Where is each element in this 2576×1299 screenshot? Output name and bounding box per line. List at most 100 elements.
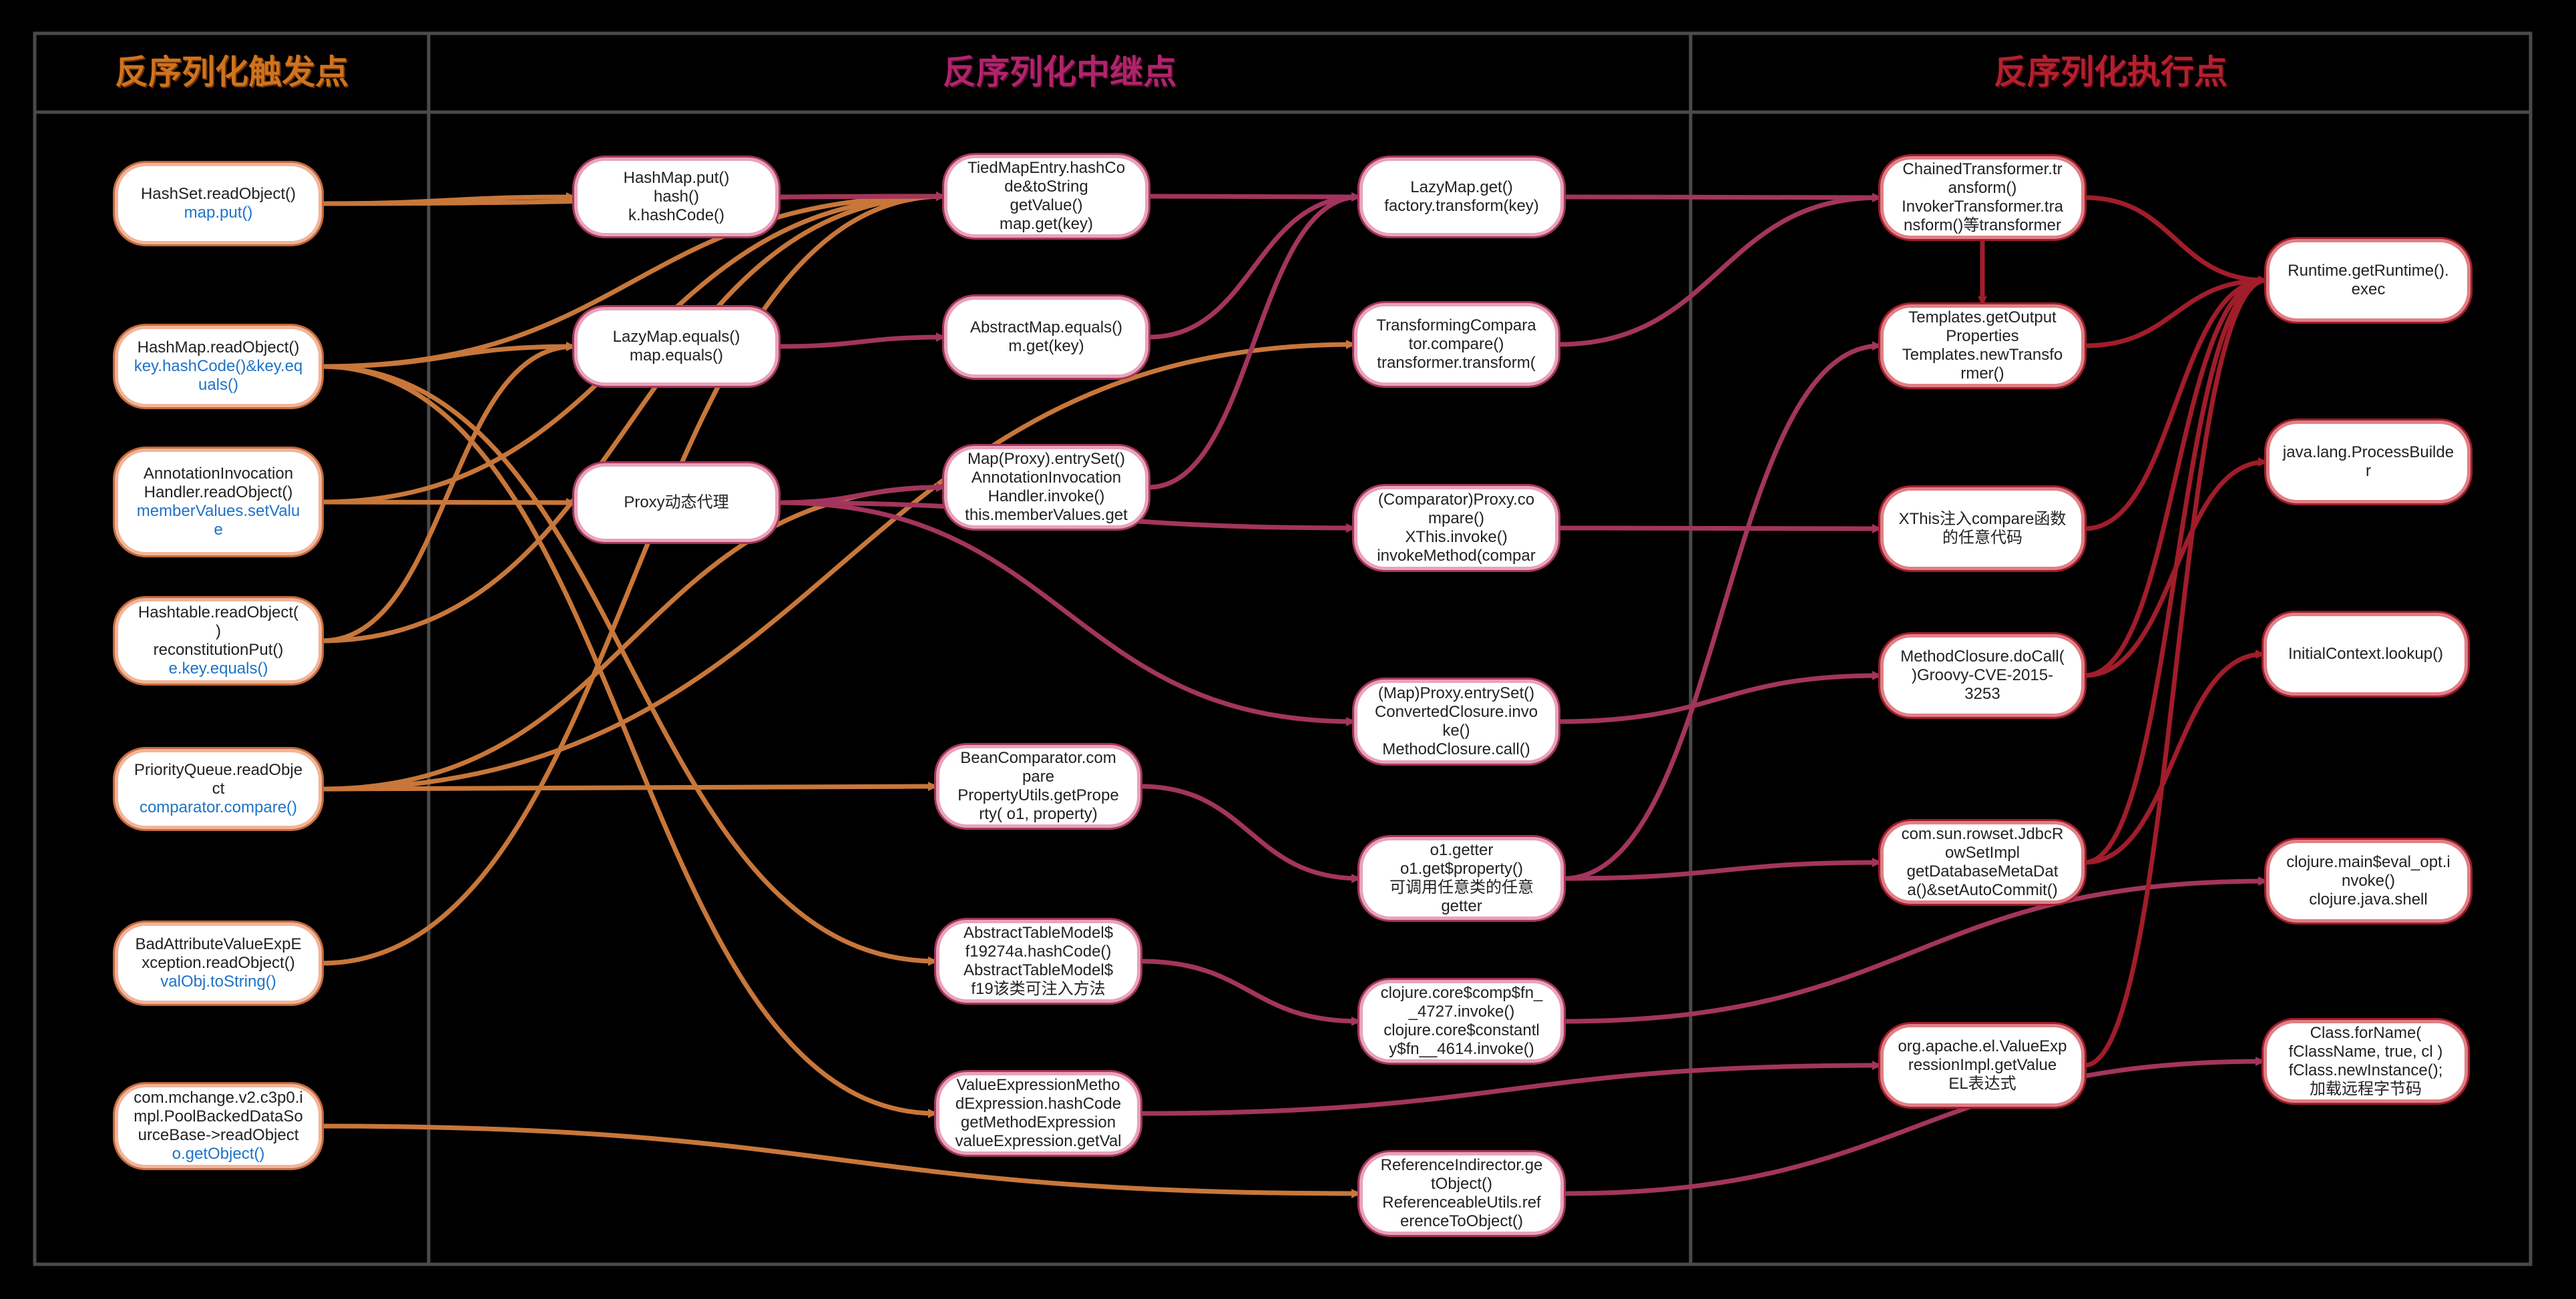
- edge-c3p0-to-ri: [321, 1123, 1361, 1198]
- node-text: MethodClosure.doCall(: [1900, 647, 2065, 666]
- node-hmp: HashMap.put()hash()k.hashCode(): [574, 158, 779, 236]
- node-text: getValue(): [1010, 196, 1083, 214]
- node-text: Properties: [1946, 327, 2019, 345]
- node-blue-text: e.key.equals(): [168, 660, 268, 678]
- node-blue-text: valObj.toString(): [160, 973, 276, 991]
- edge-proxy-to-mpc: [778, 500, 1355, 726]
- node-text: Handler.invoke(): [988, 487, 1105, 505]
- node-text: factory.transform(key): [1384, 197, 1539, 215]
- node-text: urceBase->readObject: [138, 1126, 299, 1144]
- node-text: com.mchange.v2.c3p0.i: [134, 1089, 303, 1107]
- node-atm: AbstractTableModel$f19274a.hashCode()Abs…: [936, 920, 1140, 1003]
- node-text: HashSet.readObject(): [140, 185, 296, 203]
- edge-ht-to-tme: [321, 192, 945, 643]
- node-text: XThis注入compare函数: [1898, 510, 2067, 528]
- node-text: 加载远程字节码: [2310, 1080, 2422, 1098]
- node-text: rmer(): [1960, 364, 2004, 382]
- outer-frame: [33, 31, 2533, 1266]
- node-text: java.lang.ProcessBuilde: [2282, 443, 2454, 461]
- node-text: 可调用任意类的任意: [1389, 878, 1534, 896]
- node-text: hash(): [653, 188, 700, 206]
- edge-lme-to-ame: [778, 332, 945, 349]
- node-text: TiedMapEntry.hashCo: [967, 159, 1126, 177]
- node-text: invokeMethod(compar: [1377, 547, 1536, 565]
- node-text: clojure.main$eval_opt.i: [2286, 853, 2450, 871]
- node-text: XThis.invoke(): [1405, 528, 1508, 546]
- node-blue-text: map.put(): [184, 204, 253, 222]
- node-text: fClassName, true, cl ): [2288, 1043, 2443, 1061]
- node-text: exec: [2351, 280, 2386, 298]
- node-text: valueExpression.getVal: [955, 1132, 1122, 1150]
- edge-bc-to-o1: [1140, 784, 1361, 883]
- node-text: ct: [212, 780, 225, 798]
- node-text: TransformingCompara: [1376, 316, 1536, 334]
- node-text: tObject(): [1430, 1175, 1492, 1193]
- node-cfn: Class.forName(fClassName, true, cl )fCla…: [2264, 1020, 2468, 1103]
- node-text: mpl.PoolBackedDataSo: [134, 1107, 303, 1125]
- node-text: mpare(): [1428, 509, 1484, 527]
- node-proxy: Proxy动态代理: [574, 463, 779, 542]
- node-text: de&toString: [1004, 178, 1088, 196]
- edge-ame-to-lmg: [1148, 192, 1361, 340]
- node-text: HashMap.readObject(): [137, 338, 300, 356]
- node-text: ke(): [1442, 722, 1470, 740]
- node-text: )Groovy-CVE-2015-: [1911, 666, 2054, 684]
- node-text: nvoke(): [2341, 872, 2396, 890]
- node-text: ressionImpl.getValue: [1908, 1056, 2057, 1074]
- node-text: getDatabaseMetaDat: [1906, 862, 2059, 880]
- edge-mpe-to-lmg: [1148, 192, 1361, 490]
- chain-column-title: 反序列化中继点: [943, 53, 1176, 91]
- node-text: AbstractTableModel$: [963, 961, 1114, 979]
- edge-tme-to-lmg: [1148, 192, 1361, 202]
- node-lme: LazyMap.equals()map.equals(): [574, 307, 779, 386]
- node-blue-text: e: [214, 521, 223, 539]
- node-text: this.memberValues.get: [965, 506, 1128, 524]
- node-text: AbstractMap.equals(): [970, 318, 1123, 336]
- node-blue-text: memberValues.setValu: [136, 502, 300, 520]
- node-text: 3253: [1964, 685, 2000, 703]
- node-text: MethodClosure.call(): [1382, 740, 1530, 758]
- edge-atm-to-clj: [1140, 959, 1361, 1026]
- node-text: com.sun.rowset.JdbcR: [1901, 825, 2064, 843]
- node-text: pare: [1022, 768, 1055, 786]
- node-mcd: MethodClosure.doCall()Groovy-CVE-2015-32…: [1880, 634, 2085, 717]
- node-text: Runtime.getRuntime().: [2288, 262, 2449, 280]
- edge-hmr-to-vem: [321, 364, 937, 1118]
- node-text: dExpression.hashCode: [955, 1095, 1122, 1113]
- node-text: m.get(key): [1008, 337, 1084, 355]
- node-text: InitialContext.lookup(): [2288, 645, 2444, 663]
- trigger-column-title: 反序列化触发点: [115, 53, 349, 91]
- node-blue-text: key.hashCode()&key.eq: [134, 357, 303, 375]
- edge-bav-to-tme: [321, 192, 945, 966]
- node-text: Proxy动态代理: [624, 493, 729, 511]
- edge-xthis-to-rt: [2084, 276, 2268, 531]
- node-text: ): [216, 622, 221, 640]
- node-text: InvokerTransformer.tra: [1902, 198, 2063, 216]
- edge-ht-to-lme: [321, 342, 576, 643]
- edge-hmr-to-tme: [321, 192, 945, 369]
- node-text: clojure.core$constantl: [1383, 1021, 1540, 1039]
- node-text: EL表达式: [1948, 1075, 2016, 1093]
- node-rt: Runtime.getRuntime().exec: [2266, 239, 2471, 322]
- node-text: AbstractTableModel$: [963, 924, 1114, 942]
- edge-cpc-to-xthis: [1558, 523, 1882, 533]
- node-text: Handler.readObject(): [144, 483, 293, 501]
- node-text: nsform()等transformer: [1903, 216, 2062, 234]
- node-text: ConvertedClosure.invo: [1374, 703, 1538, 721]
- edge-ct-to-rt: [2084, 195, 2268, 285]
- node-text: reconstitutionPut(): [153, 641, 284, 659]
- edge-tpl-to-rt: [2084, 276, 2268, 348]
- edge-pq-to-bc: [321, 782, 937, 792]
- edge-clj-to-cm: [1563, 876, 2268, 1024]
- edge-pq-to-tc: [321, 340, 1355, 792]
- node-text: ValueExpressionMetho: [956, 1076, 1120, 1094]
- node-hs: HashSet.readObject()map.put(): [115, 163, 322, 244]
